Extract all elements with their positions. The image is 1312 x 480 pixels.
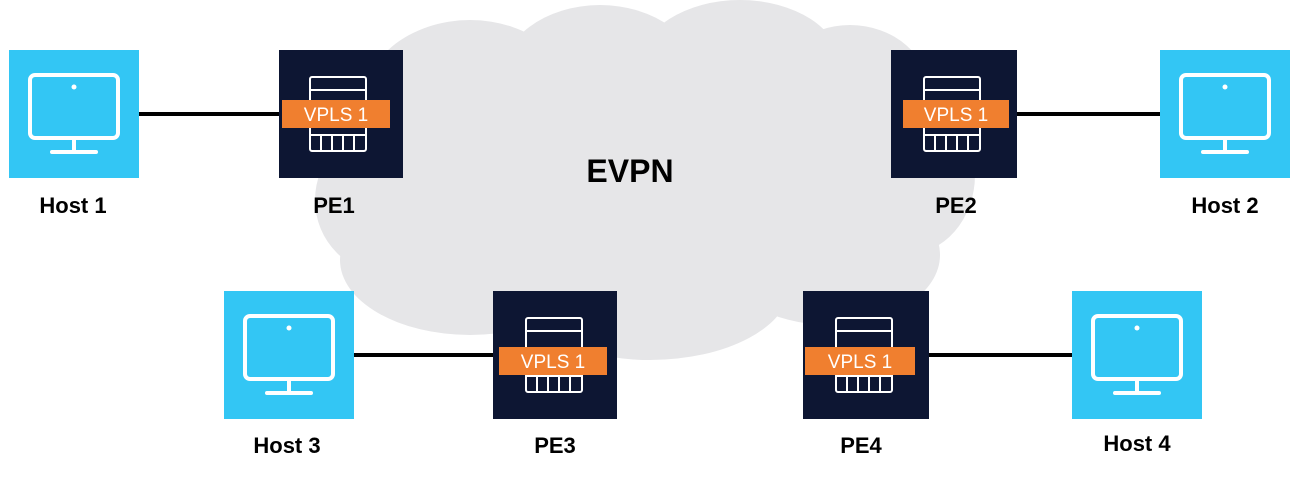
host-3-label: Host 3 — [253, 433, 320, 458]
monitor-icon — [28, 73, 120, 154]
vpls-badge-label: VPLS 1 — [924, 105, 988, 126]
pe-3-label: PE3 — [534, 433, 576, 458]
host-2[interactable] — [1160, 50, 1290, 178]
host-4[interactable] — [1072, 291, 1202, 419]
host-4-label: Host 4 — [1103, 431, 1171, 456]
host-3[interactable] — [224, 291, 354, 419]
pe-4-label: PE4 — [840, 433, 882, 458]
vpls-badge — [805, 347, 915, 375]
pe-2-label: PE2 — [935, 193, 977, 218]
links — [139, 112, 1160, 357]
vpls-badge — [499, 347, 607, 375]
cloud-label: EVPN — [586, 153, 673, 189]
vpls-badge-label: VPLS 1 — [828, 352, 892, 373]
pe-2[interactable]: VPLS 1 — [891, 50, 1017, 178]
pe-1[interactable]: VPLS 1 — [279, 50, 403, 178]
vpls-badge — [903, 100, 1009, 128]
host-1-label: Host 1 — [39, 193, 106, 218]
host-2-label: Host 2 — [1191, 193, 1258, 218]
vpls-badge-label: VPLS 1 — [304, 105, 368, 126]
vpls-badge-label: VPLS 1 — [521, 352, 585, 373]
pe-1-label: PE1 — [313, 193, 355, 218]
pe-4[interactable]: VPLS 1 — [803, 291, 929, 419]
monitor-icon — [1091, 314, 1183, 395]
vpls-badge — [282, 100, 390, 128]
host-1[interactable] — [9, 50, 139, 178]
monitor-icon — [243, 314, 335, 395]
monitor-icon — [1179, 73, 1271, 154]
pe-3[interactable]: VPLS 1 — [493, 291, 617, 419]
